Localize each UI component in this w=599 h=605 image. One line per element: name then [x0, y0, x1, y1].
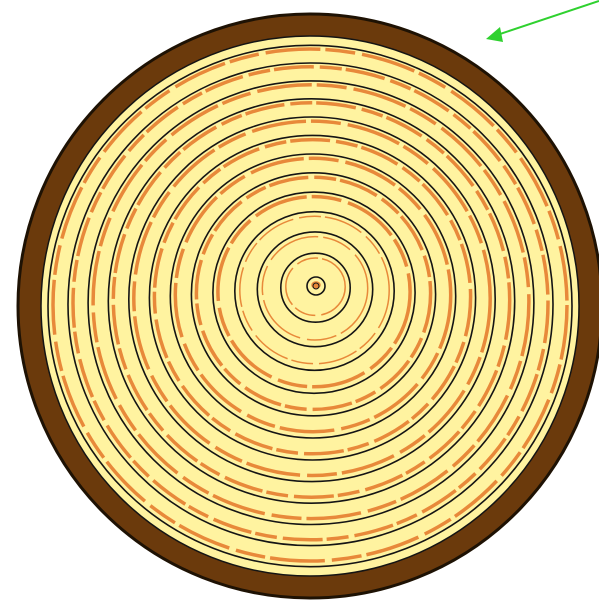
arrow-pointer: [486, 1, 599, 42]
pith: [313, 283, 319, 289]
arrow-shaft: [494, 1, 599, 36]
arrow-head: [486, 27, 503, 42]
